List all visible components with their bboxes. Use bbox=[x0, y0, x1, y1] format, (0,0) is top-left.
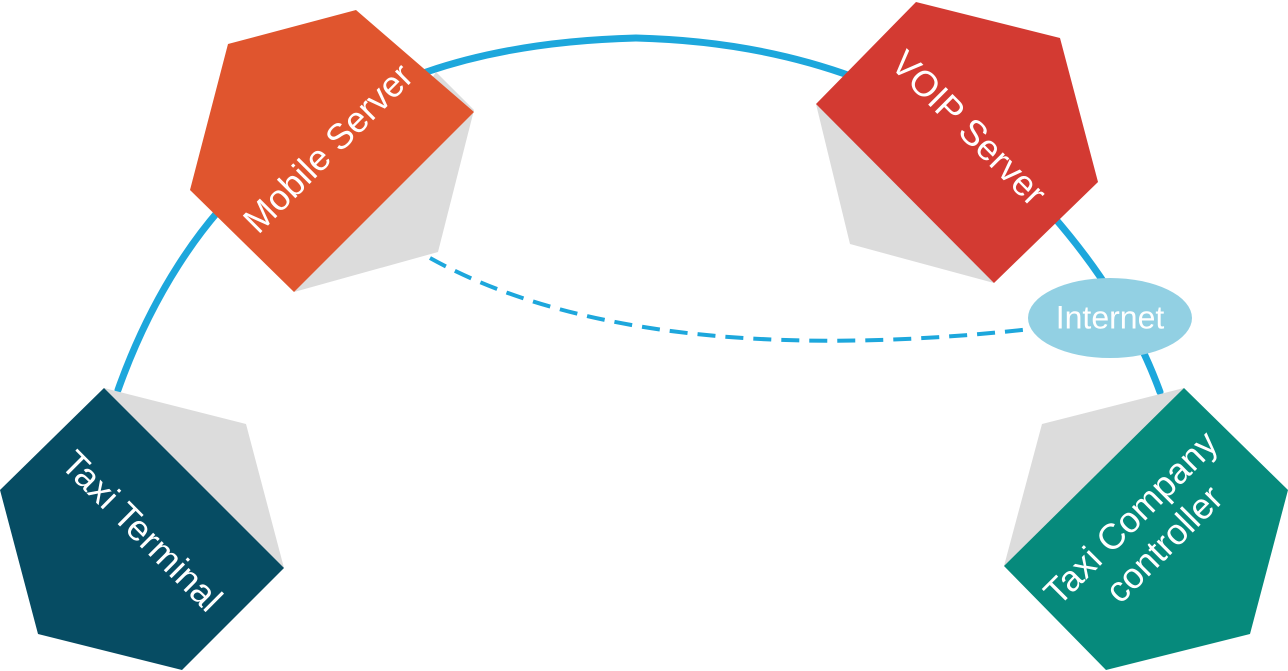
voip-server-node: VOIP Server bbox=[816, 2, 1098, 283]
taxi-company-controller-pentagon bbox=[1004, 388, 1288, 670]
mobile-server-pentagon bbox=[190, 10, 474, 292]
internet-node: Internet bbox=[1028, 278, 1192, 358]
internet-label: Internet bbox=[1056, 299, 1165, 335]
internet-ellipse bbox=[1028, 278, 1192, 358]
taxi-terminal-pentagon bbox=[0, 388, 284, 670]
voip-server-pentagon bbox=[816, 2, 1098, 283]
taxi-company-controller-node: Taxi Company controller bbox=[1004, 388, 1288, 670]
dashed-internet-link bbox=[429, 256, 1041, 343]
mobile-server-node: Mobile Server bbox=[190, 10, 474, 292]
taxi-terminal-node: Taxi Terminal bbox=[0, 388, 284, 670]
